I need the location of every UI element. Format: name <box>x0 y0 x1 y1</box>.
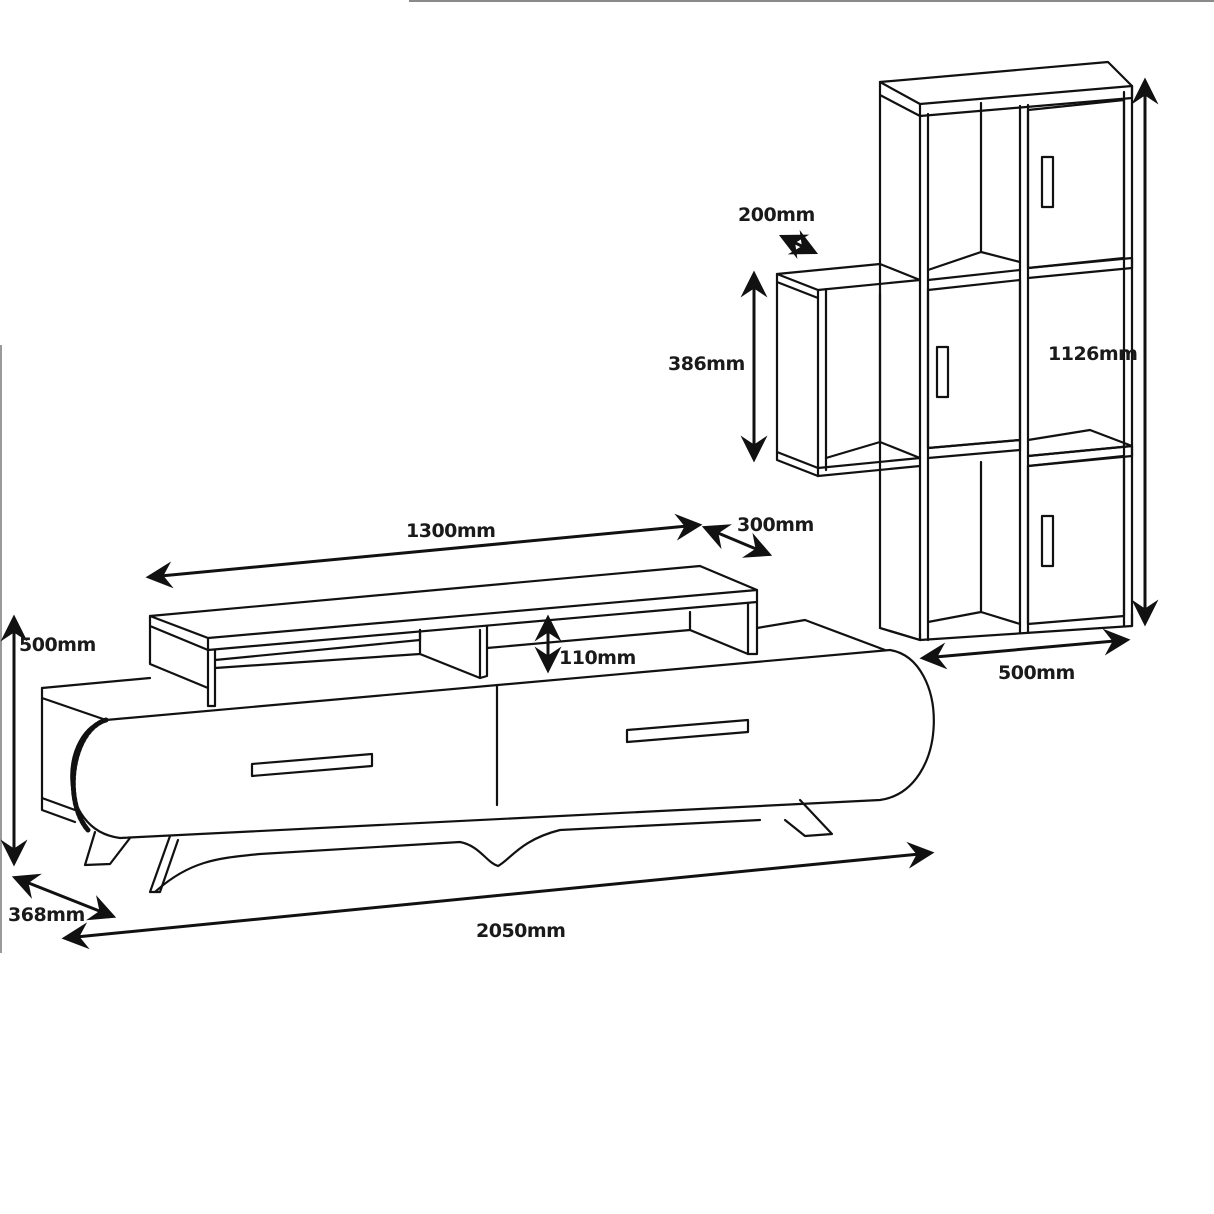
label-tv-width: 2050mm <box>476 920 566 942</box>
frame-border-top <box>409 0 1214 2</box>
arrow-cube-depth <box>778 230 819 259</box>
label-cube-depth: 200mm <box>738 204 815 226</box>
arrow-tv-width <box>61 841 935 950</box>
label-shelf-height: 1126mm <box>1048 343 1138 365</box>
label-riser-clearance: 110mm <box>559 647 636 669</box>
top-riser-shelf <box>148 564 759 708</box>
arrow-riser-depth <box>701 524 773 558</box>
arrow-shelf-width <box>919 628 1131 670</box>
side-cube <box>775 262 922 478</box>
drawer-handle-icon <box>250 752 374 778</box>
label-tv-depth: 368mm <box>8 904 85 926</box>
label-riser-width: 1300mm <box>406 520 496 542</box>
door-handle-icon <box>1040 155 1055 209</box>
arrow-riser-width <box>145 513 703 589</box>
label-riser-depth: 300mm <box>737 514 814 536</box>
label-tv-height: 500mm <box>19 634 96 656</box>
label-cube-height: 386mm <box>668 353 745 375</box>
door-handle-icon <box>935 345 950 399</box>
door-handle-icon <box>1040 514 1055 568</box>
dimension-arrows <box>0 77 1159 950</box>
label-shelf-width: 500mm <box>998 662 1075 684</box>
drawer-handle-icon <box>625 718 750 744</box>
